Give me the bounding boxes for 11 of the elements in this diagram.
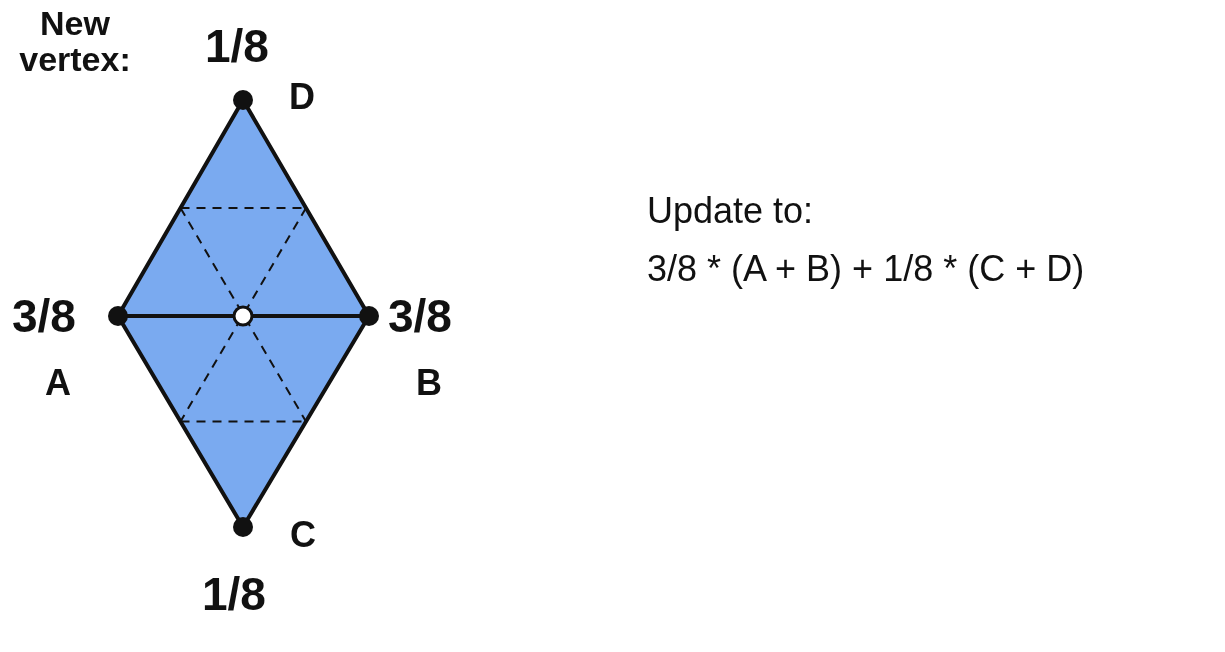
vertex-letter: C bbox=[290, 516, 316, 554]
heading-label: New vertex: bbox=[18, 6, 132, 78]
vertex-letter: D bbox=[289, 78, 315, 116]
weight-label: 3/8 bbox=[388, 292, 452, 341]
formula-text: 3/8 * (A + B) + 1/8 * (C + D) bbox=[647, 250, 1085, 288]
weight-label: 1/8 bbox=[205, 22, 269, 71]
vertex-letter: A bbox=[45, 364, 71, 402]
weight-label: 1/8 bbox=[202, 570, 266, 619]
text-label: Update to: bbox=[647, 192, 814, 230]
vertex-letter: B bbox=[416, 364, 442, 402]
weight-label: 3/8 bbox=[12, 292, 76, 341]
